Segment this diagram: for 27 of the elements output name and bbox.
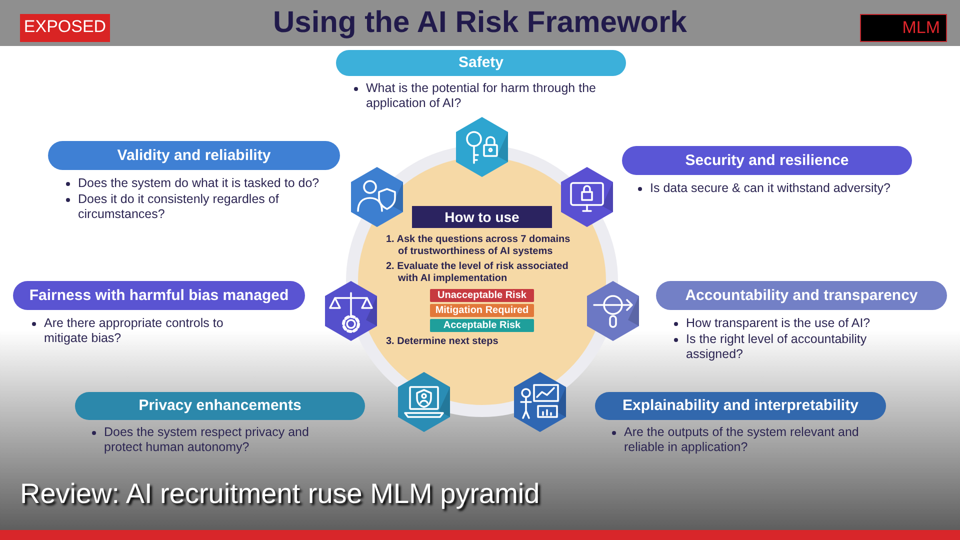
bullet-question-text: Is data secure & can it withstand adversity? bbox=[634, 181, 934, 196]
risk-level-tag: Mitigation Required bbox=[430, 304, 534, 317]
bullet-question-text: Does the system do what it is tasked to do? bbox=[62, 176, 332, 191]
bullet-question-text: Does the system respect privacy and protect human autonomy? bbox=[88, 425, 333, 455]
bullet-question-text: Is the right level of accountability assigned? bbox=[670, 332, 910, 362]
bullet-question-text: How transparent is the use of AI? bbox=[670, 316, 910, 331]
bullet-question-text: Are there appropriate controls to mitigate bias? bbox=[28, 316, 248, 346]
risk-level-tag: Acceptable Risk bbox=[430, 319, 534, 332]
topic-tag: MLM bbox=[860, 14, 947, 42]
step-text: 3. Determine next steps bbox=[386, 336, 500, 348]
domain-title-pill: Fairness with harmful bias managed bbox=[13, 281, 305, 310]
heading-banner: How to use bbox=[412, 206, 552, 228]
domain-title-pill: Safety bbox=[336, 50, 626, 76]
risk-level-tag: Unacceptable Risk bbox=[430, 289, 534, 302]
step-text: 2. Evaluate the level of risk associated with AI implementation bbox=[386, 261, 570, 285]
domain-title-pill: Security and resilience bbox=[622, 146, 912, 175]
bullet-question-text: Does it do it consistenly regardles of circumstances? bbox=[62, 192, 332, 222]
domain-title-pill: Accountability and transparency bbox=[656, 281, 947, 310]
domain-title-pill: Validity and reliability bbox=[48, 141, 340, 170]
bullet-question-text: What is the potential for harm through the application of AI? bbox=[350, 81, 622, 111]
caption-text: Review: AI recruitment ruse MLM pyramid bbox=[20, 478, 540, 510]
step-text: 1. Ask the questions across 7 domains of trustworthiness of AI systems bbox=[386, 234, 572, 258]
title-text: Using the AI Risk Framework bbox=[273, 6, 687, 40]
domain-title-pill: Explainability and interpretability bbox=[595, 392, 886, 420]
alert-badge: EXPOSED bbox=[20, 14, 110, 42]
bullet-question-text: Are the outputs of the system relevant and reliable in application? bbox=[608, 425, 886, 455]
domain-title-pill: Privacy enhancements bbox=[75, 392, 365, 420]
